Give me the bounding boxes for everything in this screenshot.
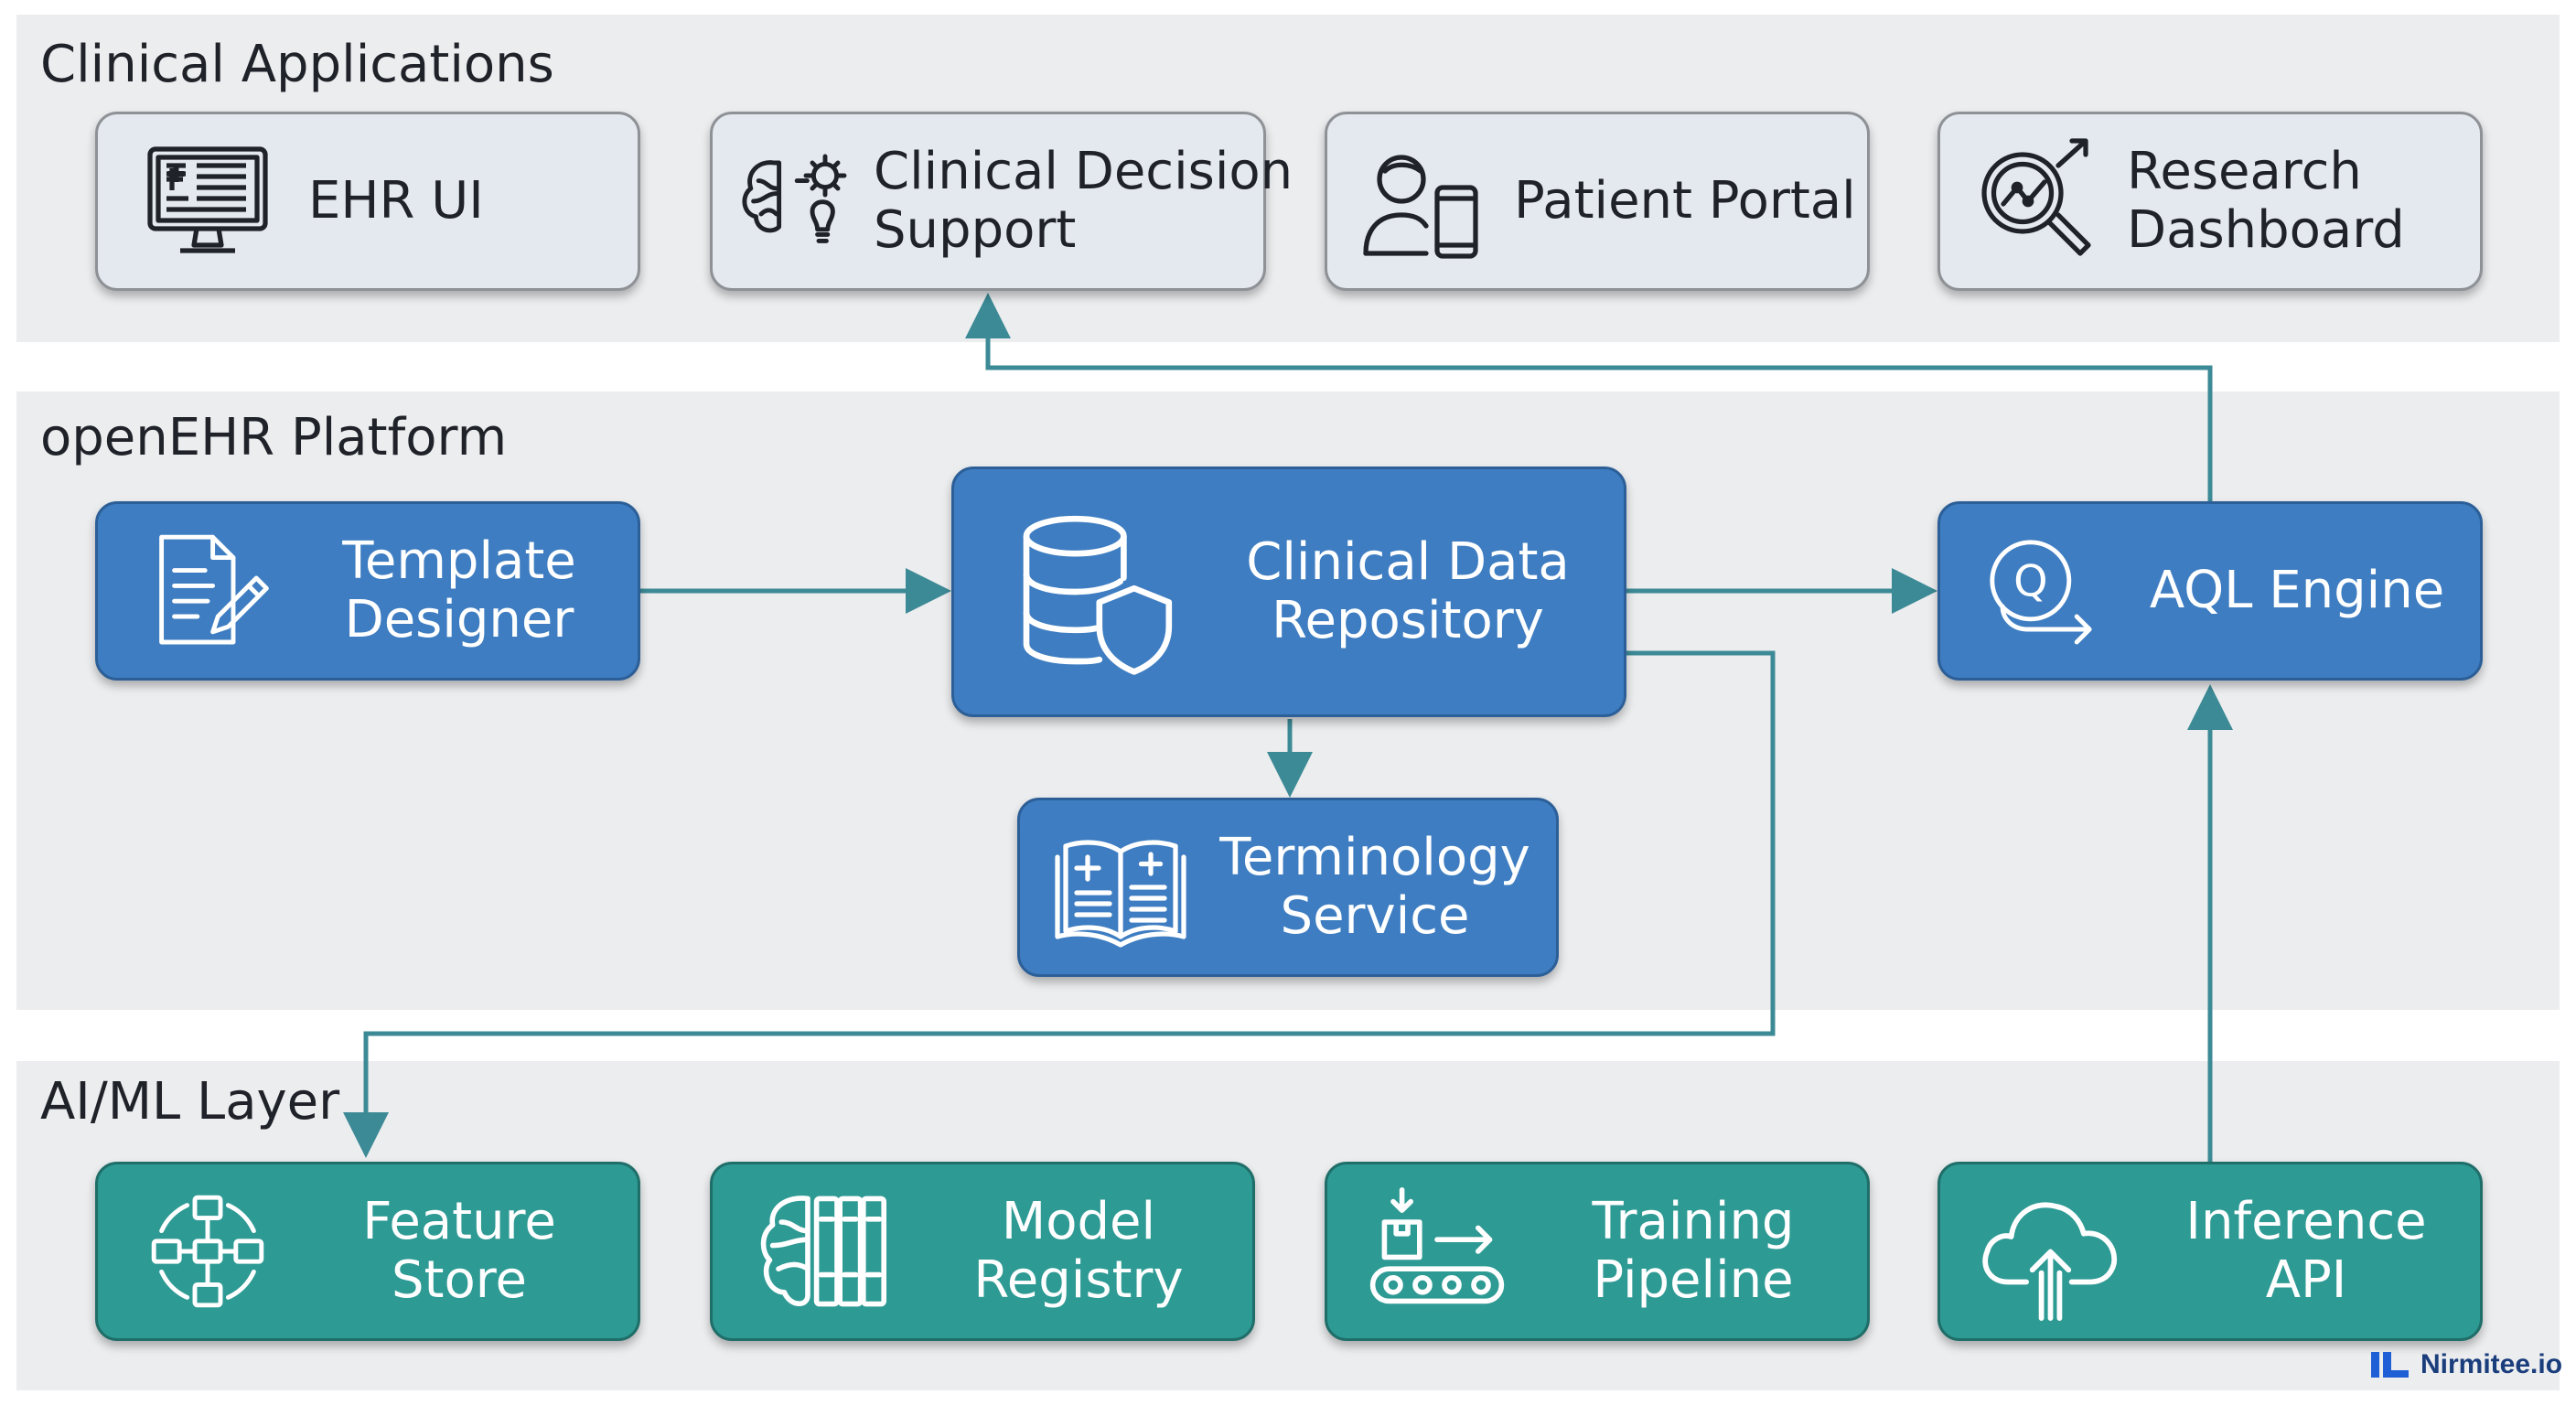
label-line: Clinical Data [1246,532,1570,592]
clinical-data-repository-box[interactable]: Clinical Data Repository [951,467,1626,717]
label-line: Repository [1272,591,1544,650]
label-line: Inference [2185,1192,2427,1251]
brand-name: Nirmitee.io [2420,1349,2563,1379]
cdr-label: Clinical Data Repository [1192,533,1624,650]
label-line: API [2265,1250,2347,1310]
computer-monitor-medical-icon [125,133,290,270]
label-line: Store [391,1250,527,1310]
label-line: Dashboard [2127,200,2405,260]
label-line: Training [1592,1192,1795,1251]
patient-portal-box[interactable]: Patient Portal [1325,112,1870,291]
cds-label: Clinical Decision Support [874,143,1293,260]
layer-title: AI/ML Layer [40,1072,340,1132]
feature-blocks-icon [134,1187,281,1315]
query-arrow-icon: Q [1968,527,2114,655]
aql-engine-box[interactable]: Q AQL Engine [1937,501,2483,681]
template-designer-label: Template Designer [281,532,638,649]
ehr-ui-label: EHR UI [308,172,484,231]
label-line: Feature [362,1192,556,1251]
research-dashboard-box[interactable]: Research Dashboard [1937,112,2483,291]
template-designer-box[interactable]: Template Designer [95,501,640,681]
label-line: Clinical Decision [874,142,1293,201]
training-pipeline-label: Training Pipeline [1519,1193,1867,1310]
label-line: EHR UI [308,171,484,231]
terminology-label: Terminology Service [1194,829,1556,946]
label-line: Support [874,200,1077,260]
label-line: Model [1001,1192,1156,1251]
arrow-aql-to-cds [965,293,2213,501]
terminology-service-box[interactable]: Terminology Service [1017,798,1559,977]
person-smartphone-icon [1346,133,1501,270]
feature-store-label: Feature Store [281,1193,638,1310]
conveyor-belt-icon [1355,1178,1519,1325]
svg-text:Q: Q [2013,557,2047,607]
label-line: AQL Engine [2149,561,2445,620]
label-line: Template [342,531,576,591]
label-line: Patient Portal [1514,171,1856,231]
feature-store-box[interactable]: Feature Store [95,1162,640,1341]
arrow-cdr-to-feature-store [343,650,1776,1158]
layer-title: openEHR Platform [40,408,508,467]
label-line: Terminology [1219,828,1530,887]
ehr-ui-box[interactable]: EHR UI [95,112,640,291]
brain-gear-lightbulb-icon [731,137,868,265]
magnifier-chart-icon [1959,133,2114,270]
label-line: Registry [973,1250,1184,1310]
label-line: Designer [344,590,574,649]
brand-logo: Nirmitee.io [2369,1348,2562,1381]
nirmitee-logo-icon [2371,1352,2409,1378]
training-pipeline-box[interactable]: Training Pipeline [1325,1162,1870,1341]
database-shield-icon [1000,505,1192,679]
label-line: Research [2127,142,2362,201]
cloud-upload-icon [1968,1176,2132,1327]
aql-engine-label: AQL Engine [2114,562,2480,620]
patient-portal-label: Patient Portal [1514,172,1856,231]
brain-binders-icon [740,1178,905,1325]
label-line: Service [1280,886,1470,946]
inference-api-label: Inference API [2132,1193,2480,1310]
medical-book-icon [1047,819,1194,956]
model-registry-label: Model Registry [905,1193,1252,1310]
document-pencil-icon [134,527,281,655]
research-dashboard-label: Research Dashboard [2127,143,2405,260]
layer-title: Clinical Applications [40,35,554,94]
model-registry-box[interactable]: Model Registry [710,1162,1255,1341]
clinical-decision-support-box[interactable]: Clinical Decision Support [710,112,1293,291]
inference-api-box[interactable]: Inference API [1937,1162,2483,1341]
label-line: Pipeline [1593,1250,1794,1310]
